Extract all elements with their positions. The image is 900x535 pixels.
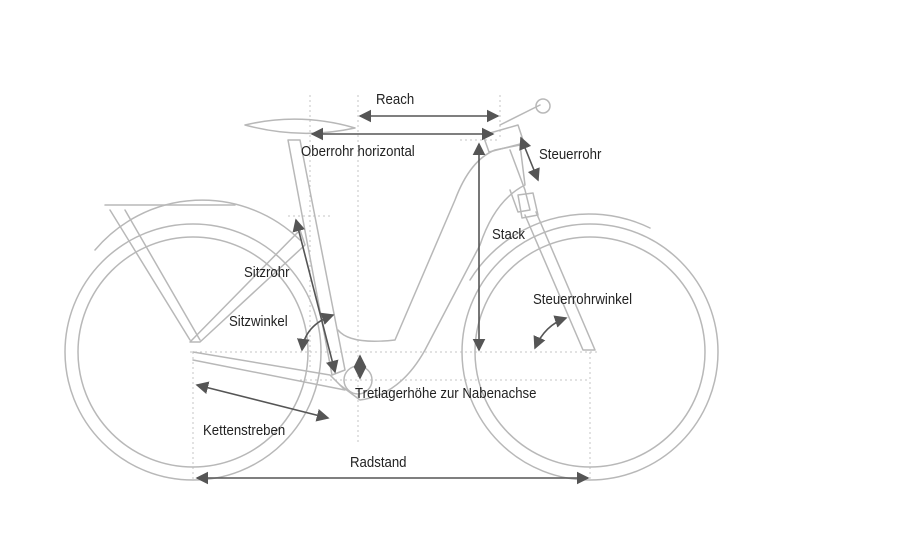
label-wheelbase: Radstand <box>350 454 407 471</box>
label-reach: Reach <box>376 91 415 108</box>
label-top-tube: Oberrohr horizontal <box>301 143 415 160</box>
guide-lines <box>190 95 600 480</box>
label-stack: Stack <box>492 226 526 243</box>
label-head-tube: Steuerrohr <box>539 146 602 163</box>
dimension-arrows <box>195 109 590 485</box>
label-seat-tube: Sitzrohr <box>244 264 290 281</box>
label-bb-drop: Tretlagerhöhe zur Nabenachse <box>355 385 537 402</box>
label-seat-angle: Sitzwinkel <box>229 313 288 330</box>
label-head-angle: Steuerrohrwinkel <box>533 291 633 308</box>
front-wheel <box>461 213 719 481</box>
label-chainstays: Kettenstreben <box>203 422 286 439</box>
